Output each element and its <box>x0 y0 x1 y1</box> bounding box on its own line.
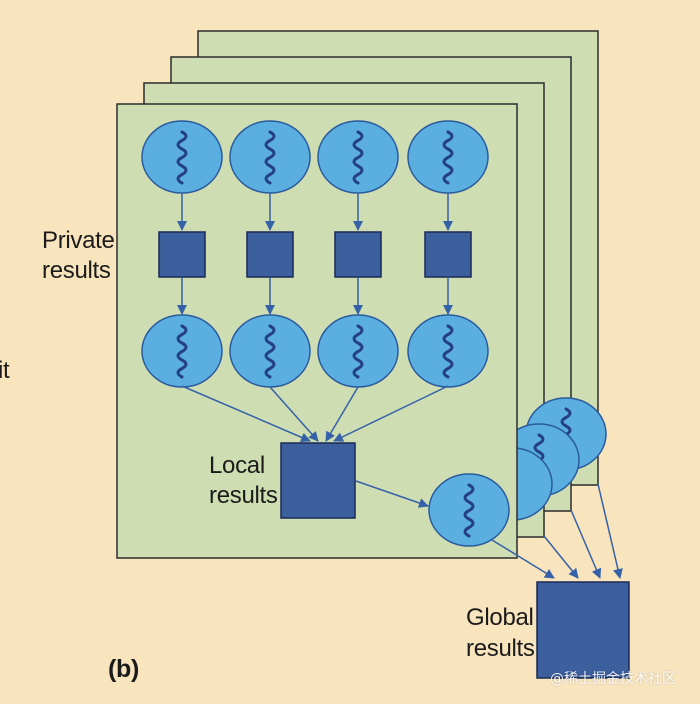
arrow-to-local-1 <box>181 385 311 443</box>
squiggle-thread-icon <box>352 324 364 379</box>
local-results-box <box>280 442 356 519</box>
global-results-box <box>536 581 630 679</box>
squiggle-thread-icon <box>463 483 475 538</box>
reduction-thread <box>428 473 510 547</box>
private-result-box-1 <box>158 231 206 278</box>
top-thread-1 <box>141 120 223 194</box>
squiggle-thread-icon <box>352 130 364 185</box>
bottom-thread-3 <box>317 314 399 388</box>
back-arrow-4 <box>597 483 623 579</box>
squiggle-thread-icon <box>264 130 276 185</box>
global-results-label-line2: results <box>466 635 535 662</box>
bottom-thread-4 <box>407 314 489 388</box>
top-thread-2 <box>229 120 311 194</box>
panel-tag-label: (b) <box>108 655 140 683</box>
squiggle-thread-icon <box>442 130 454 185</box>
squiggle-thread-icon <box>264 324 276 379</box>
bottom-thread-2 <box>229 314 311 388</box>
local-results-label-line1: Local <box>209 452 265 479</box>
private-results-label-line2: results <box>42 257 111 284</box>
arrow-to-local-3 <box>325 386 359 442</box>
local-results-label-line2: results <box>209 482 278 509</box>
watermark-text: @稀土掘金技术社区 <box>550 671 676 687</box>
top-thread-3 <box>317 120 399 194</box>
squiggle-thread-icon <box>176 130 188 185</box>
global-results-label-line1: Global <box>466 604 534 631</box>
arrow-to-local-2 <box>269 386 319 442</box>
private-result-box-4 <box>424 231 472 278</box>
arrow-to-local-4 <box>333 385 449 442</box>
back-arrow-2 <box>543 535 579 579</box>
private-result-box-3 <box>334 231 382 278</box>
bottom-thread-1 <box>141 314 223 388</box>
private-results-label-line1: Private <box>42 227 115 254</box>
squiggle-thread-icon <box>442 324 454 379</box>
back-arrow-3 <box>570 509 602 579</box>
arrow-reduce-to-global <box>491 539 555 579</box>
partial-left-label: it <box>0 357 10 384</box>
squiggle-thread-icon <box>176 324 188 379</box>
private-result-box-2 <box>246 231 294 278</box>
top-thread-4 <box>407 120 489 194</box>
arrow-local-to-reduce <box>355 480 429 508</box>
